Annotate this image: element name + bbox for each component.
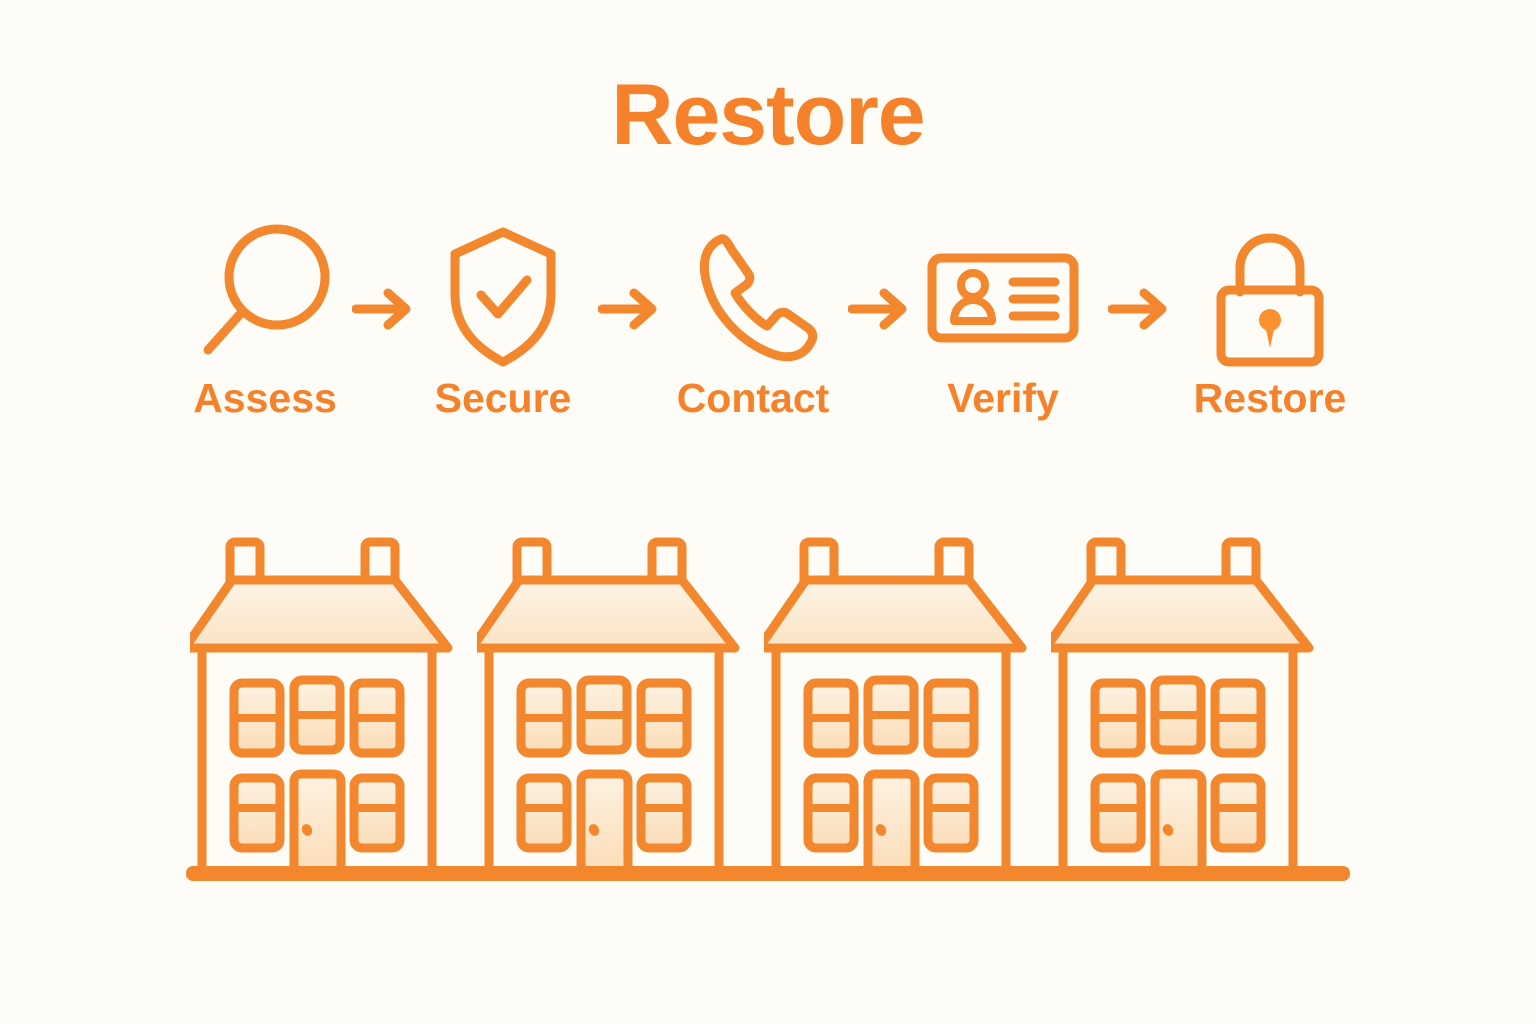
house-4 [1041, 520, 1341, 895]
process-step-secure[interactable]: Secure [418, 222, 588, 462]
arrow-right-icon-3 [847, 280, 910, 338]
house-2 [467, 520, 767, 895]
arrow-right-icon-4 [1107, 280, 1170, 338]
phone-icon [668, 222, 838, 372]
process-step-contact[interactable]: Contact [668, 222, 838, 462]
magnifier-icon [180, 222, 350, 372]
lock-icon [1180, 222, 1360, 372]
step-label: Restore [1193, 375, 1347, 421]
id-card-icon [918, 222, 1088, 372]
arrow-right-icon-2 [597, 280, 660, 338]
step-label: Secure [434, 375, 572, 421]
process-step-restore[interactable]: Restore [1180, 222, 1360, 462]
process-flow: Assess Secure [180, 222, 1360, 462]
step-label: Verify [947, 375, 1059, 421]
process-step-verify[interactable]: Verify [918, 222, 1088, 462]
ground-line [186, 866, 1350, 881]
step-label: Contact [676, 375, 830, 421]
page-title: Restore [611, 67, 925, 163]
houses-illustration [180, 520, 1360, 895]
shield-check-icon [418, 222, 588, 372]
house-1 [180, 520, 480, 895]
arrow-right-icon-1 [351, 280, 414, 338]
house-3 [754, 520, 1054, 895]
step-label: Assess [193, 375, 337, 421]
process-step-assess[interactable]: Assess [180, 222, 350, 462]
